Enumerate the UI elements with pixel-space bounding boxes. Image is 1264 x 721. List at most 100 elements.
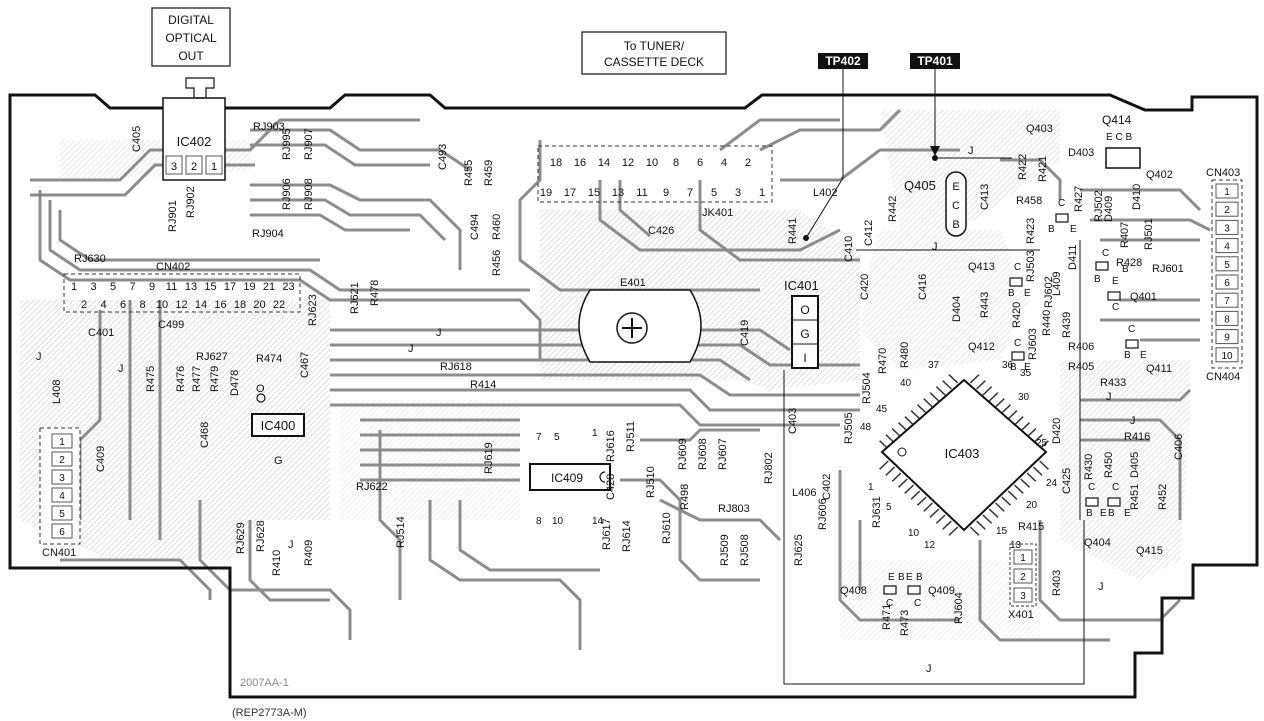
jk401-pin: 11 (636, 187, 647, 199)
ic403-lead (1020, 478, 1030, 488)
cn402-pin: 1 (71, 281, 77, 293)
transistor-pin-letter: C (1112, 482, 1119, 493)
component-label-r423: R423 (1025, 218, 1037, 244)
q414-transistor: Q414 E C B (1102, 113, 1141, 169)
cn401-pin-pad (51, 523, 73, 539)
component-label-rj618: RJ618 (440, 361, 472, 373)
ic400-label: IC400 (261, 418, 296, 433)
x401-pin: 2 (1020, 572, 1026, 583)
ic403-lead (1013, 416, 1024, 426)
component-label-c406: C406 (1173, 434, 1185, 460)
cn403-pin: 5 (1224, 260, 1230, 271)
cn404-label: CN404 (1206, 371, 1240, 383)
ic403-lead (891, 472, 902, 482)
jumper-outline (783, 240, 1085, 685)
component-label-q412: Q412 (968, 341, 995, 353)
component-label-r440: R440 (1041, 310, 1053, 336)
component-label-r455: R455 (463, 160, 475, 186)
cn402-pin: 21 (263, 281, 275, 293)
ic-pin-number: 1 (868, 482, 874, 493)
cn401-pin-pad (51, 505, 73, 521)
component-label-j: J (36, 351, 42, 363)
x401-pin: 3 (1020, 591, 1026, 602)
q414-label: Q414 (1102, 113, 1132, 127)
ic-pin-number: 45 (876, 404, 888, 415)
component-label-rj617: RJ617 (601, 518, 613, 550)
ic403-lead (969, 526, 980, 536)
component-label-d404: D404 (951, 296, 963, 322)
component-label-rj602: RJ602 (1043, 276, 1055, 308)
component-label-rj629: RJ629 (235, 522, 247, 554)
component-label-rj802: RJ802 (763, 452, 775, 484)
transistor-pin-letter: B (1010, 362, 1017, 373)
component-label-r443: R443 (979, 292, 991, 318)
cn403-pin-pad (1215, 329, 1239, 345)
component-label-c416: C416 (917, 274, 929, 300)
q405-pin-b: B (952, 219, 959, 231)
transistor-pin-letter: B (1094, 274, 1101, 285)
tp401-label: TP401 (917, 54, 953, 68)
transistor-pin-letter: E (1140, 350, 1147, 361)
cn402-pin: 7 (129, 281, 135, 293)
ic-pin-number: 1 (592, 428, 598, 439)
jk401-pin: 15 (588, 187, 600, 199)
pcb-traces (30, 108, 1211, 650)
component-label-q408: Q408 (840, 585, 867, 597)
ic403-lead (948, 526, 959, 536)
component-label-rj509: RJ509 (719, 534, 731, 566)
component-label-l409: L409 (1051, 272, 1063, 296)
component-label-rj505: RJ505 (843, 412, 855, 444)
ic-pin-number: 10 (908, 528, 920, 539)
cn403-label: CN403 (1206, 167, 1240, 179)
ic403-label: IC403 (945, 446, 980, 461)
cn403-pin: 3 (1224, 223, 1230, 234)
ic403-lead (976, 520, 986, 530)
transistor-pin-letter: B (1008, 288, 1015, 299)
ic403-lead (904, 416, 915, 426)
cn401-pin: 4 (59, 491, 65, 502)
cn401-pin-pad (51, 469, 73, 485)
ic403-lead (923, 398, 933, 408)
component-label-rj511: RJ511 (625, 421, 637, 452)
ic403-lead (1007, 490, 1018, 500)
component-label-rj995: RJ995 (281, 128, 293, 160)
transistor-pin-letter: B (1048, 224, 1055, 235)
cn403-pin-pad (1215, 238, 1239, 254)
component-label-r451: R451 (1129, 484, 1141, 510)
jk401-pin: 9 (663, 187, 669, 199)
component-label-r416: R416 (1124, 431, 1150, 443)
ic403-lead (995, 502, 1005, 512)
component-label-d411: D411 (1067, 245, 1079, 270)
component-label-c409: C409 (95, 446, 107, 472)
component-label-j: J (932, 241, 938, 253)
ic-pin-number: 48 (860, 422, 872, 433)
ic403-lead (935, 514, 946, 524)
ic403-lead (1013, 484, 1024, 494)
component-label-rj504: RJ504 (861, 372, 873, 404)
component-label-r409: R409 (303, 540, 315, 566)
optical-out-callout: DIGITAL OPTICAL OUT (151, 7, 231, 99)
ic409-label: IC409 (551, 471, 583, 485)
component-label-q403: Q403 (1026, 123, 1053, 135)
component-label-j: J (1098, 581, 1104, 593)
cn402-pin: 5 (110, 281, 116, 293)
ic-pin-number: 7 (536, 432, 542, 443)
cn403-pin-pad (1215, 310, 1239, 326)
component-label-q404: Q404 (1084, 537, 1111, 549)
component-label-c468: C468 (199, 422, 211, 448)
cn402-pin: 9 (149, 281, 155, 293)
cn401-pin-pad (51, 433, 73, 449)
component-label-r421: R421 (1037, 156, 1049, 182)
component-label-rj622: RJ622 (356, 481, 388, 493)
ic-pin-number: 13 (1010, 540, 1022, 551)
component-label-r473: R473 (899, 610, 911, 636)
component-label-rj614: RJ614 (621, 520, 633, 552)
component-label-r479: R479 (209, 366, 221, 392)
ic-pin-number: 30 (1018, 392, 1030, 403)
cn401-pin-pad (51, 487, 73, 503)
component-label-c410: C410 (843, 236, 855, 262)
component-label-rj610: RJ610 (661, 512, 673, 544)
